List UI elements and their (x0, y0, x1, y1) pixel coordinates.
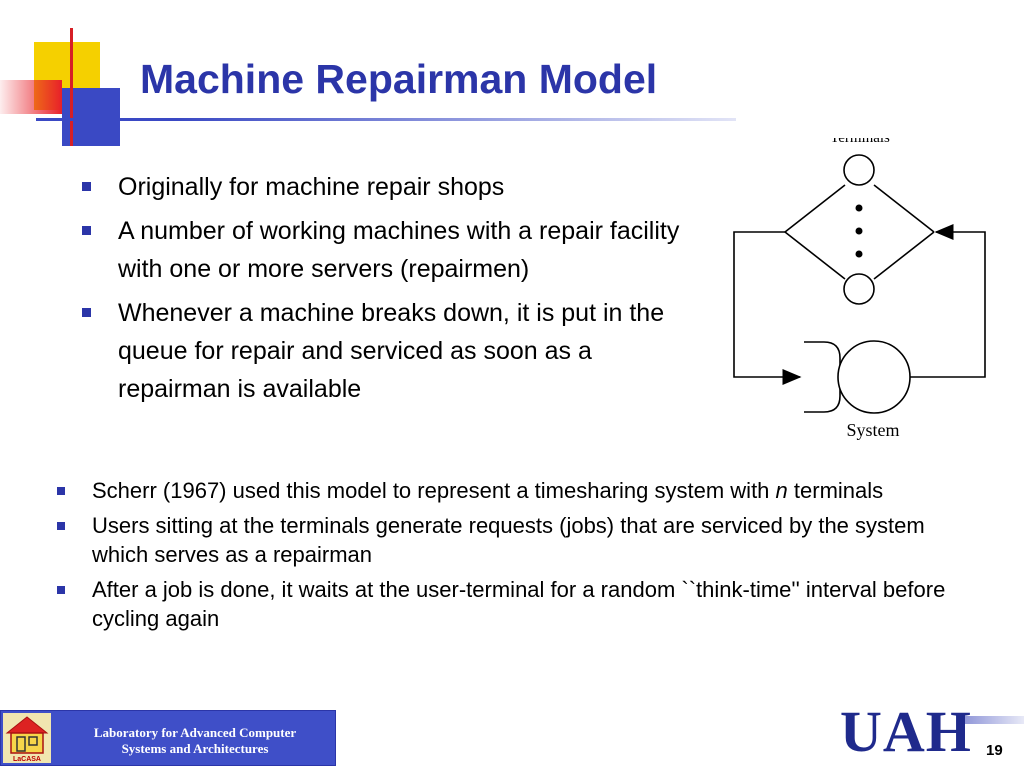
square-bullet-icon (82, 226, 91, 235)
queue-buffer (804, 341, 841, 413)
terminal-node (843, 154, 875, 186)
server-node (837, 340, 911, 414)
bottom-bullet-list: Scherr (1967) used this model to represe… (52, 476, 952, 639)
lacasa-logo-text: LaCASA (13, 756, 41, 763)
list-item: After a job is done, it waits at the use… (52, 575, 952, 633)
diagram-bottom-label: System (846, 420, 899, 440)
ellipsis-dots (855, 204, 863, 258)
top-bullet-list: Originally for machine repair shops A nu… (80, 168, 690, 414)
bullet-text: Users sitting at the terminals generate … (92, 513, 925, 567)
repairman-diagram: Terminals System (733, 132, 986, 440)
bullet-text: A number of working machines with a repa… (118, 217, 680, 283)
title-underline (36, 118, 736, 121)
bullet-text: After a job is done, it waits at the use… (92, 577, 946, 631)
decor-red-bar (0, 80, 62, 114)
terminal-node (843, 273, 875, 305)
diagram-top-label: Terminals (830, 132, 890, 146)
list-item: A number of working machines with a repa… (80, 212, 690, 288)
bullet-text-after: terminals (787, 478, 884, 503)
list-item: Whenever a machine breaks down, it is pu… (80, 294, 690, 408)
square-bullet-icon (82, 182, 91, 191)
slide-title: Machine Repairman Model (140, 56, 658, 102)
square-bullet-icon (82, 308, 91, 317)
lab-banner: LaCASA Laboratory for Advanced Computer … (0, 710, 336, 766)
page-number: 19 (986, 742, 1003, 759)
lab-name-line1: Laboratory for Advanced Computer (93, 725, 297, 740)
lab-name-line2: Systems and Architectures (121, 741, 269, 756)
diamond-network (733, 184, 986, 385)
list-item: Scherr (1967) used this model to represe… (52, 476, 952, 505)
lacasa-logo-icon: LaCASA (3, 713, 51, 763)
bullet-text: Originally for machine repair shops (118, 173, 505, 201)
decor-vertical-line (70, 28, 73, 146)
square-bullet-icon (57, 522, 65, 530)
list-item: Originally for machine repair shops (80, 168, 690, 206)
uah-logo: UAH (840, 699, 972, 764)
uah-logo-swoosh (960, 716, 1024, 724)
square-bullet-icon (57, 586, 65, 594)
bullet-text-before: Scherr (1967) used this model to represe… (92, 478, 776, 503)
bullet-italic-n: n (775, 478, 788, 503)
list-item: Users sitting at the terminals generate … (52, 511, 952, 569)
bullet-text: Whenever a machine breaks down, it is pu… (118, 299, 665, 403)
lab-name: Laboratory for Advanced Computer Systems… (57, 725, 333, 757)
square-bullet-icon (57, 487, 65, 495)
